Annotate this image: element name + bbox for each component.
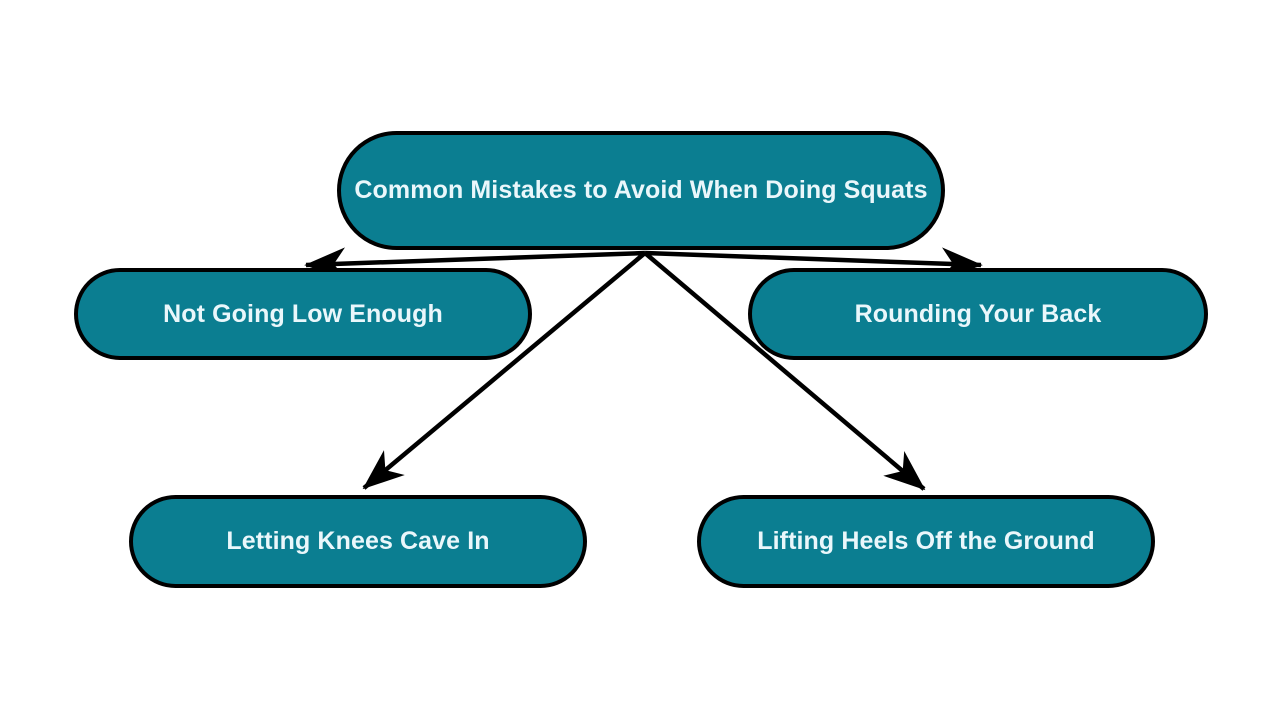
node-lifting-heels-off-the-ground[interactable]: Lifting Heels Off the Ground — [697, 495, 1155, 588]
node-root-label: Common Mistakes to Avoid When Doing Squa… — [354, 176, 928, 205]
node-not-going-low-enough[interactable]: Not Going Low Enough — [74, 268, 532, 360]
node-rounding-your-back-label: Rounding Your Back — [854, 299, 1102, 328]
node-letting-knees-cave-in-label: Letting Knees Cave In — [226, 527, 490, 556]
node-not-going-low-enough-label: Not Going Low Enough — [163, 299, 443, 328]
edge-root-to-not-going-low-enough — [304, 247, 646, 280]
node-rounding-your-back[interactable]: Rounding Your Back — [748, 268, 1208, 360]
node-lifting-heels-off-the-ground-label: Lifting Heels Off the Ground — [757, 527, 1095, 556]
edge-root-to-rounding-your-back — [644, 247, 983, 280]
node-letting-knees-cave-in[interactable]: Letting Knees Cave In — [129, 495, 587, 588]
node-root[interactable]: Common Mistakes to Avoid When Doing Squa… — [337, 131, 945, 250]
